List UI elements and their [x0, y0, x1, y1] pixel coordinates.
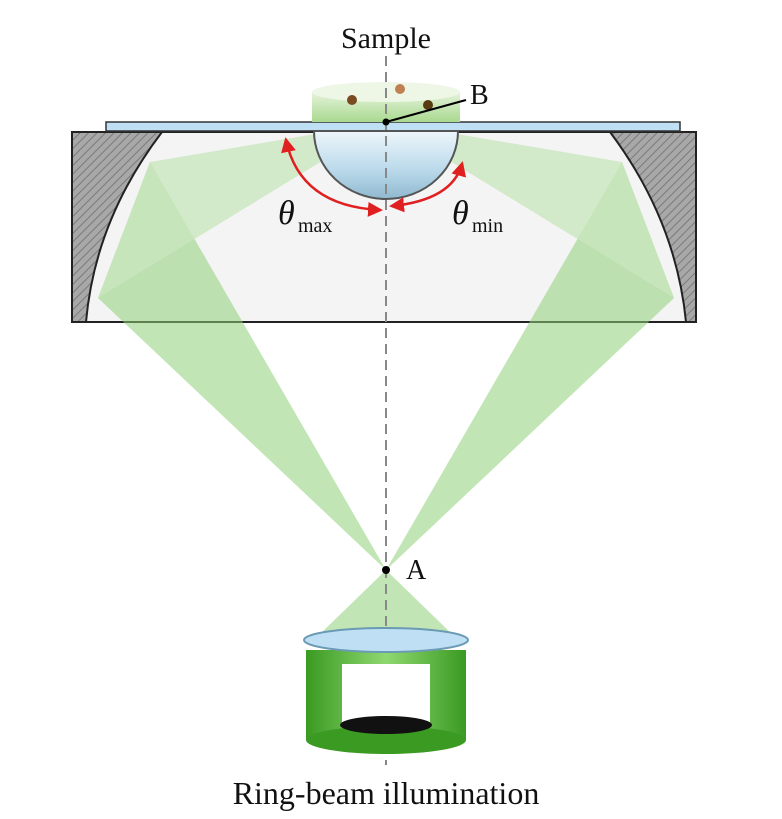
housing-left-wall: [71, 131, 165, 323]
right-beam-lower: [386, 162, 674, 570]
theta-min-arrow: [389, 161, 467, 213]
left-beam-lower: [98, 162, 386, 570]
particle: [395, 84, 405, 94]
theta-min-subscript: min: [472, 215, 503, 237]
annular-aperture: [340, 716, 432, 734]
theta-max-subscript: max: [298, 215, 332, 237]
caption: Ring-beam illumination: [233, 775, 540, 811]
particle: [423, 100, 433, 110]
point-a: [382, 566, 390, 574]
sample-label: Sample: [341, 22, 431, 55]
theta-max-symbol: θ: [278, 195, 295, 232]
glass-slide: [105, 121, 681, 132]
theta-max-arrow: [281, 137, 383, 217]
theta-min-symbol: θ: [452, 195, 469, 232]
point-a-label: A: [406, 555, 427, 586]
point-b-label: B: [470, 80, 489, 111]
housing-right-wall: [608, 131, 697, 323]
ring-beam-source: [303, 627, 469, 754]
particle: [347, 95, 357, 105]
point-b-leader: [385, 99, 467, 123]
source-lens: [303, 627, 469, 653]
